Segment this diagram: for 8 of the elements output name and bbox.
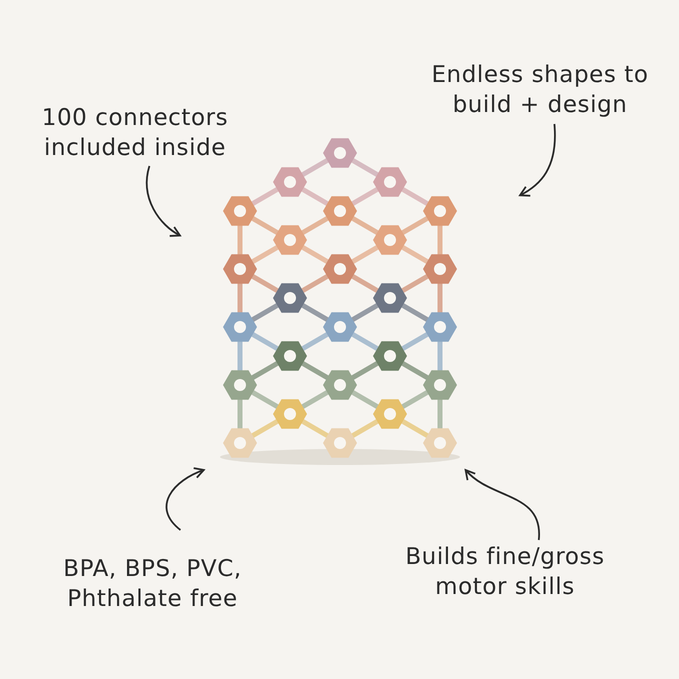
callout-text: Builds fine/gross motor skills [375,540,635,606]
callout-text: 100 connectors included inside [15,102,255,166]
curved-arrow [166,468,205,531]
curved-arrow [464,469,540,540]
curved-arrow [519,124,556,196]
callout-text: Endless shapes to build + design [420,58,660,124]
curved-arrow [146,166,181,236]
callout-text: BPA, BPS, PVC, Phthalate free [45,530,260,640]
